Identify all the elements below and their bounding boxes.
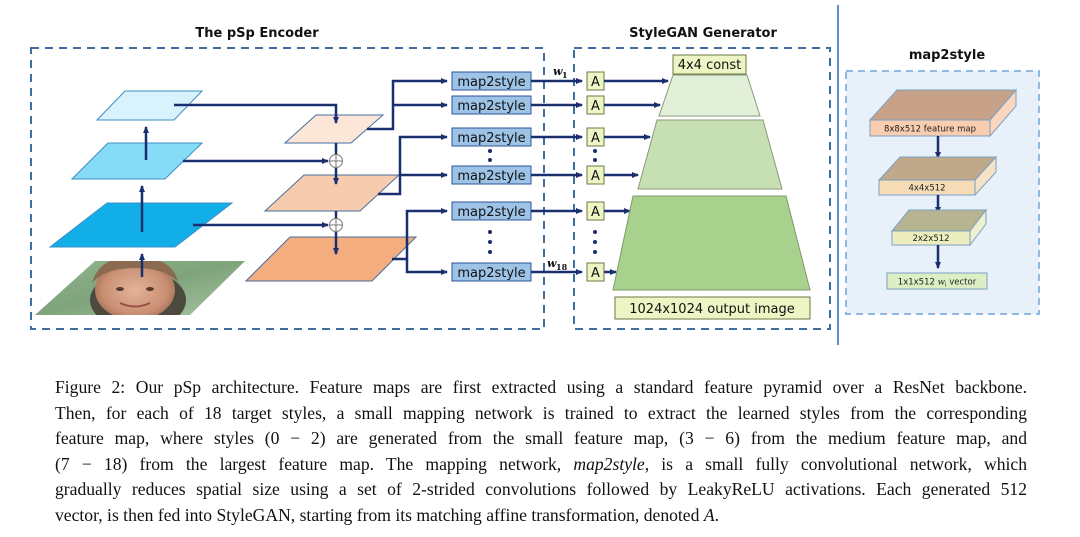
affine-box: A bbox=[586, 201, 605, 221]
svg-text:A: A bbox=[591, 131, 600, 146]
const-input-label: 4x4 const bbox=[678, 58, 742, 73]
generator-block-1 bbox=[658, 74, 761, 117]
map2style-box: map2style bbox=[451, 71, 532, 91]
svg-text:A: A bbox=[591, 75, 600, 90]
caption-line-5: gradually reduces spatial size using a s… bbox=[55, 479, 1027, 499]
w18-label: w 18 bbox=[547, 257, 568, 272]
svg-text:map2style: map2style bbox=[457, 75, 525, 90]
caption-line-2: Then, for each of 18 target styles, a sm… bbox=[55, 402, 1027, 423]
map2style-stage-2: 4x4x512 bbox=[877, 155, 998, 197]
encoder-layer-medium bbox=[70, 142, 204, 180]
affine-box: A bbox=[586, 71, 605, 91]
input-face-image bbox=[35, 261, 245, 315]
encoder-layer-small bbox=[95, 90, 204, 121]
svg-text:w: w bbox=[553, 65, 563, 78]
caption-line-6: vector, is then fed into StyleGAN, start… bbox=[55, 504, 719, 525]
map2style-box: map2style bbox=[451, 201, 532, 221]
lateral-connections bbox=[174, 103, 339, 255]
map2style-panel-title: map2style bbox=[909, 48, 986, 63]
svg-text:map2style: map2style bbox=[457, 131, 525, 146]
map2style-column: map2style map2style map2style map2style map2… bbox=[451, 71, 532, 282]
map2style-term: map2style bbox=[573, 453, 645, 474]
caption-line-4: (7 − 18) from the largest feature map. T… bbox=[55, 453, 1028, 474]
map2style-stage-3: 2x2x512 bbox=[890, 208, 988, 247]
svg-text:18: 18 bbox=[556, 262, 568, 272]
affine-box: A bbox=[586, 165, 605, 185]
affine-symbol: A bbox=[703, 504, 715, 525]
svg-text:w: w bbox=[547, 257, 557, 270]
svg-text:A: A bbox=[591, 99, 600, 114]
generator-block-3 bbox=[612, 195, 811, 291]
affine-box: A bbox=[586, 262, 605, 282]
svg-text:map2style: map2style bbox=[457, 266, 525, 281]
encoder-up-arrows bbox=[139, 126, 149, 277]
add-junction-2 bbox=[329, 218, 343, 232]
svg-text:1x1x512 wi vector: 1x1x512 wi vector bbox=[898, 278, 977, 289]
map2style-box: map2style bbox=[451, 262, 532, 282]
svg-text:4x4x512: 4x4x512 bbox=[908, 184, 945, 194]
affine-box: A bbox=[586, 127, 605, 147]
output-image-label: 1024x1024 output image bbox=[629, 302, 795, 317]
svg-text:1: 1 bbox=[562, 70, 568, 80]
svg-text:8x8x512 feature map: 8x8x512 feature map bbox=[884, 125, 976, 135]
affine-to-generator-arrows bbox=[604, 78, 669, 275]
map2style-box: map2style bbox=[451, 127, 532, 147]
decoder-layer-small bbox=[283, 114, 385, 144]
figure-caption: Figure 2: Our pSp architecture. Feature … bbox=[55, 375, 1027, 528]
svg-text:A: A bbox=[591, 205, 600, 220]
encoder-box bbox=[30, 47, 545, 330]
w1-label: w 1 bbox=[553, 65, 568, 80]
branch-connectors bbox=[367, 78, 448, 275]
svg-text:A: A bbox=[591, 266, 600, 281]
map2style-box: map2style bbox=[451, 95, 532, 115]
const-input-box bbox=[672, 54, 747, 75]
ellipsis-map2style bbox=[488, 149, 492, 254]
map2style-output-vector: 1x1x512 wi vector bbox=[886, 272, 988, 290]
affine-box: A bbox=[586, 95, 605, 115]
decoder-layer-large bbox=[244, 236, 418, 282]
map2style-stage-1: 8x8x512 feature map bbox=[868, 88, 1018, 138]
svg-text:A: A bbox=[591, 169, 600, 184]
style-vector-arrows bbox=[531, 78, 583, 275]
pSp-architecture-figure: The pSp Encoder StyleGAN Generator map2s… bbox=[30, 5, 1040, 345]
generator-title: StyleGAN Generator bbox=[629, 26, 777, 41]
output-image-box bbox=[614, 296, 811, 320]
generator-box bbox=[573, 47, 831, 330]
encoder-title: The pSp Encoder bbox=[195, 26, 319, 41]
svg-text:2x2x512: 2x2x512 bbox=[912, 234, 949, 244]
svg-text:map2style: map2style bbox=[457, 205, 525, 220]
svg-text:map2style: map2style bbox=[457, 169, 525, 184]
generator-block-2 bbox=[637, 119, 783, 190]
add-junction-1 bbox=[329, 154, 343, 168]
caption-line-3: feature map, where styles (0 − 2) are ge… bbox=[55, 428, 1027, 448]
ellipsis-affine bbox=[593, 149, 597, 254]
caption-line-1: Figure 2: Our pSp architecture. Feature … bbox=[55, 377, 1027, 397]
map2style-box: map2style bbox=[451, 165, 532, 185]
svg-text:map2style: map2style bbox=[457, 99, 525, 114]
